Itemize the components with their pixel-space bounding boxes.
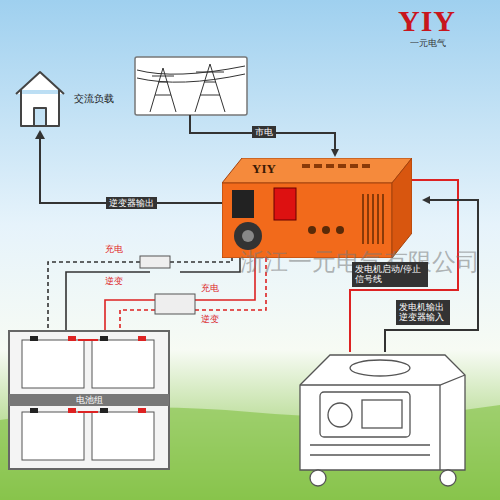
wire-label: 充电 bbox=[200, 283, 220, 293]
wire-label: 逆变 bbox=[200, 314, 220, 324]
inverter-unit-art bbox=[222, 158, 412, 258]
connector bbox=[35, 130, 222, 203]
edge-label: 逆变器输出 bbox=[106, 197, 157, 209]
wire-label: 逆变 bbox=[104, 276, 124, 286]
load-house: 交流负载 bbox=[12, 68, 137, 130]
signal-line-label: 发电机启动/停止 信号线 bbox=[352, 262, 428, 287]
wire-label: 充电 bbox=[104, 244, 124, 254]
node-label: 交流负载 bbox=[74, 92, 114, 106]
arrow-head bbox=[35, 130, 45, 139]
logo-subtitle: 一元电气 bbox=[410, 38, 446, 48]
node-label: 电池组 bbox=[8, 394, 170, 406]
battery-bank: 电池组 bbox=[8, 330, 170, 470]
generator-output-label: 发电机输出 逆变器输入 bbox=[396, 300, 450, 325]
grid-label: 市电 bbox=[252, 126, 276, 138]
logo-mark: YIY bbox=[398, 4, 456, 39]
node-label: YIY bbox=[252, 161, 276, 177]
inverter-unit: YIY bbox=[222, 158, 412, 258]
connector-line bbox=[40, 138, 222, 203]
